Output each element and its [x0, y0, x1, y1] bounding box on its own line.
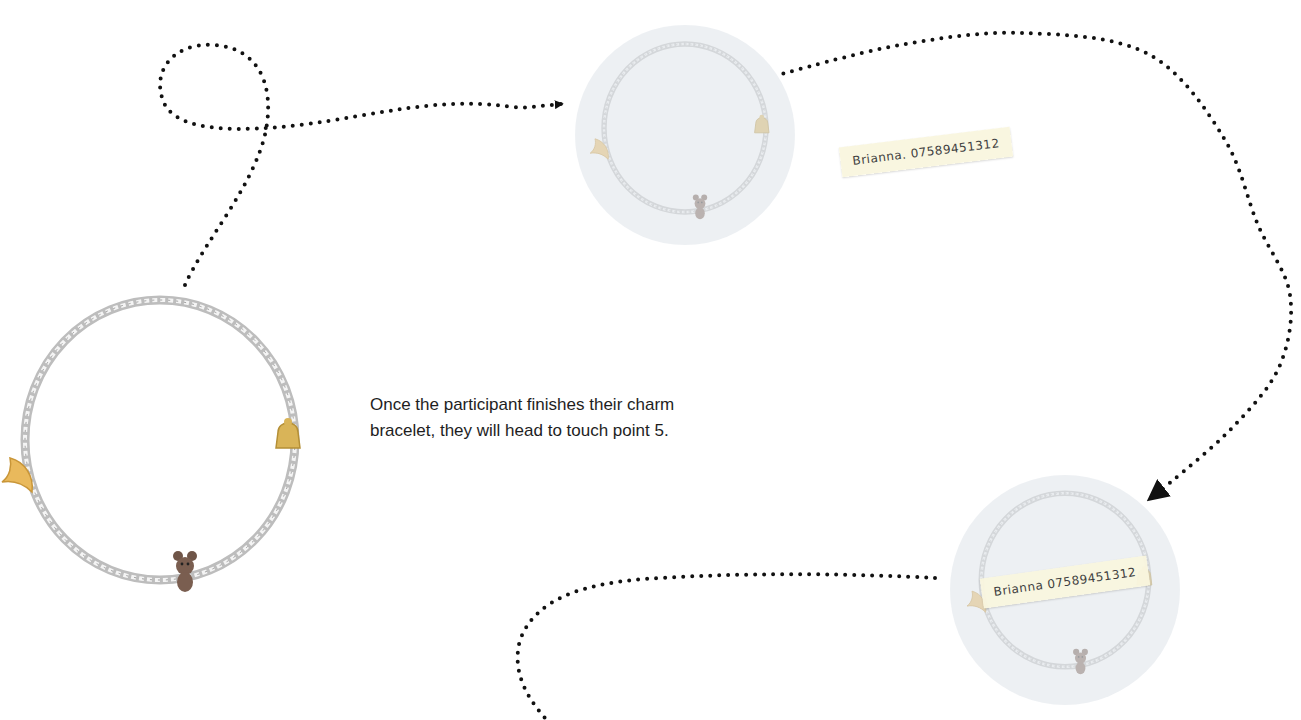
name-tag: Brianna. 07589451312 [839, 127, 1013, 178]
journey-circle: Brianna 07589451312 [950, 475, 1180, 705]
charm-bracelet [2, 300, 300, 592]
journey-circle: Brianna. 07589451312 [575, 25, 795, 245]
dotted-path [518, 574, 935, 718]
dotted-connector [783, 33, 1291, 499]
dotted-path [160, 45, 562, 285]
circle-outline [575, 25, 795, 245]
circle-fill [950, 475, 1180, 705]
note-text: Once the participant finishes their char… [370, 392, 715, 443]
circle-fill [575, 25, 795, 245]
